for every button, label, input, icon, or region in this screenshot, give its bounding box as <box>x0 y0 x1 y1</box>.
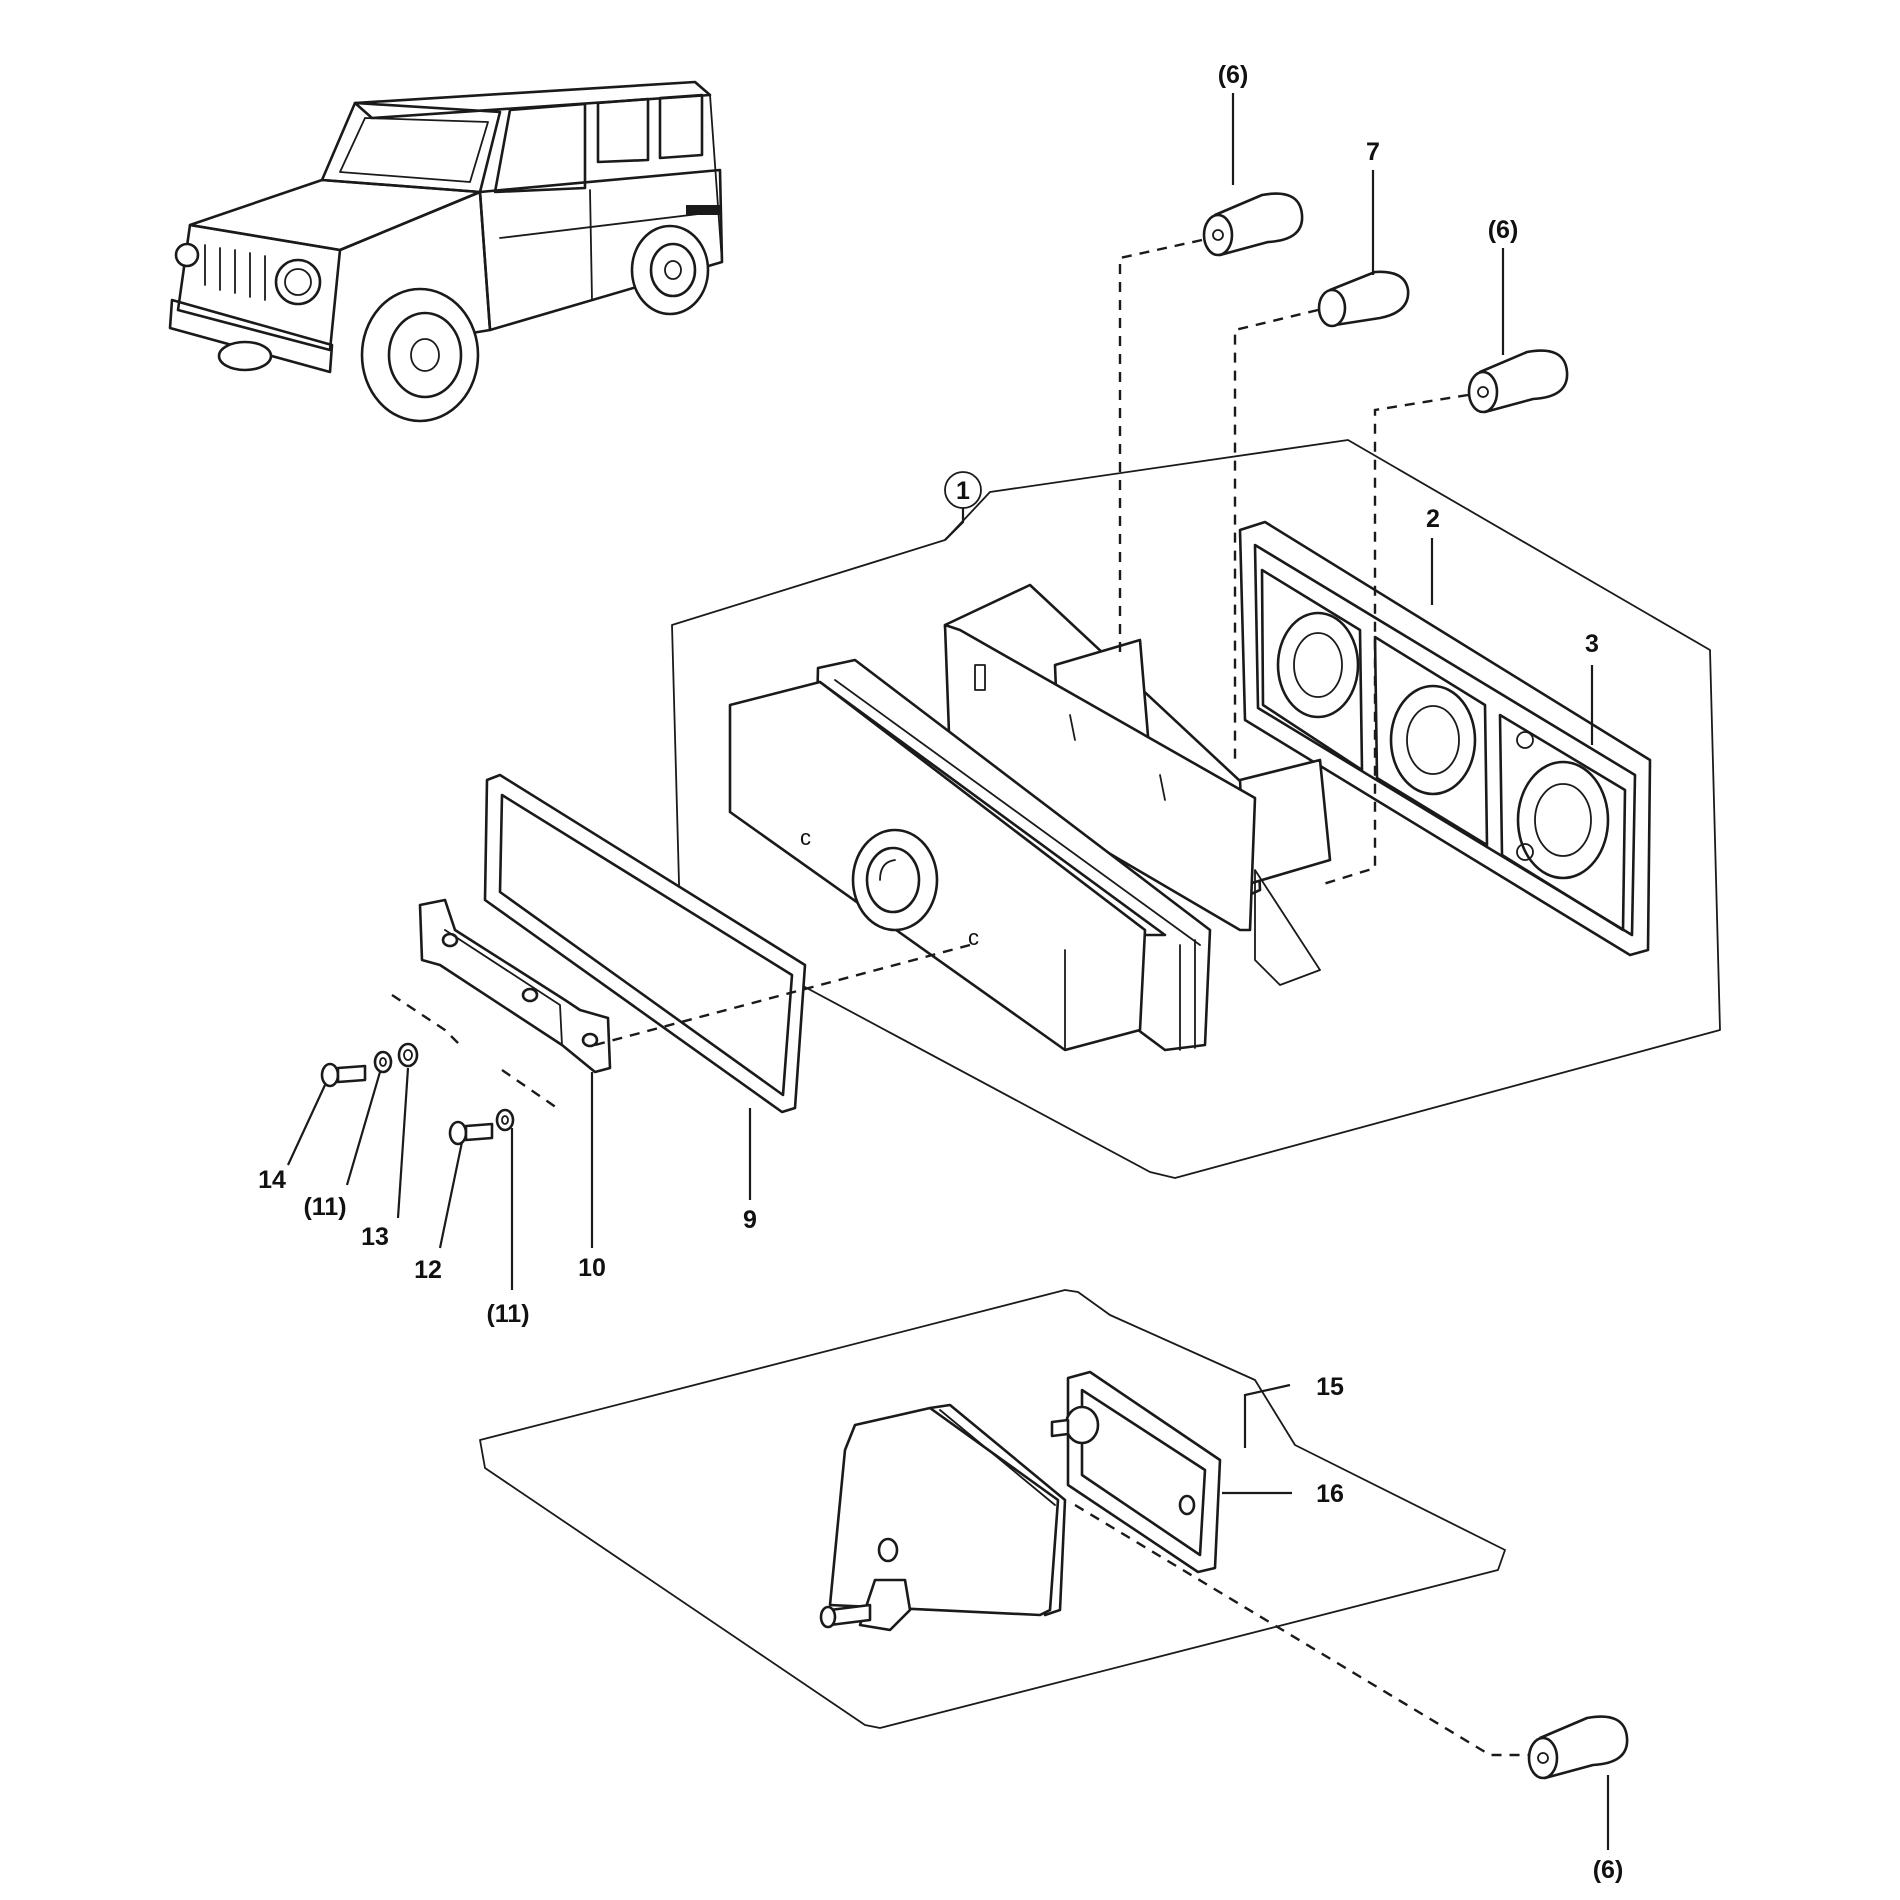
fasteners <box>320 1042 515 1146</box>
leader-lines <box>287 93 1610 1850</box>
callout-10: 10 <box>578 1254 606 1282</box>
mounting-bracket <box>418 898 612 1074</box>
assembly-dashed-lines <box>391 238 1528 1757</box>
callout-7: 7 <box>1366 138 1380 166</box>
assembly-boundary-upper <box>671 439 1721 1179</box>
lower-lens-frame <box>1050 1370 1222 1574</box>
callout-6-top: (6) <box>1218 61 1249 89</box>
callout-1: 1 <box>956 477 970 505</box>
lamp-housing: c c <box>728 658 1212 1052</box>
callout-3: 3 <box>1585 630 1599 658</box>
callout-6-right: (6) <box>1488 216 1519 244</box>
lower-lamp-body <box>819 1403 1067 1632</box>
callout-12: 12 <box>414 1256 442 1284</box>
bulb-bottom <box>1527 1715 1629 1780</box>
callout-9: 9 <box>743 1206 757 1234</box>
callout-11-right: (11) <box>486 1300 529 1328</box>
bulb-item7 <box>1317 270 1410 328</box>
svg-text:c: c <box>968 925 979 950</box>
bulb-top <box>1202 192 1304 257</box>
callout-labels: 1 2 3 (6) 7 (6) 9 10 14 (11) 13 12 (11) … <box>258 61 1623 1884</box>
callout-16: 16 <box>1316 1480 1344 1508</box>
reflector-panel <box>1238 520 1652 957</box>
vehicle-illustration <box>168 80 724 423</box>
svg-text:c: c <box>800 825 811 850</box>
callout-circle-1 <box>944 471 982 509</box>
callout-6-bottom: (6) <box>1593 1856 1624 1884</box>
callout-15: 15 <box>1316 1373 1344 1401</box>
assembly-boundary-lower <box>479 1289 1506 1729</box>
callout-2: 2 <box>1426 505 1440 533</box>
callout-11-left: (11) <box>303 1193 346 1221</box>
callout-13: 13 <box>361 1223 389 1251</box>
callout-14: 14 <box>258 1166 286 1194</box>
bulb-right <box>1467 349 1569 414</box>
gasket-frame <box>483 773 807 1114</box>
